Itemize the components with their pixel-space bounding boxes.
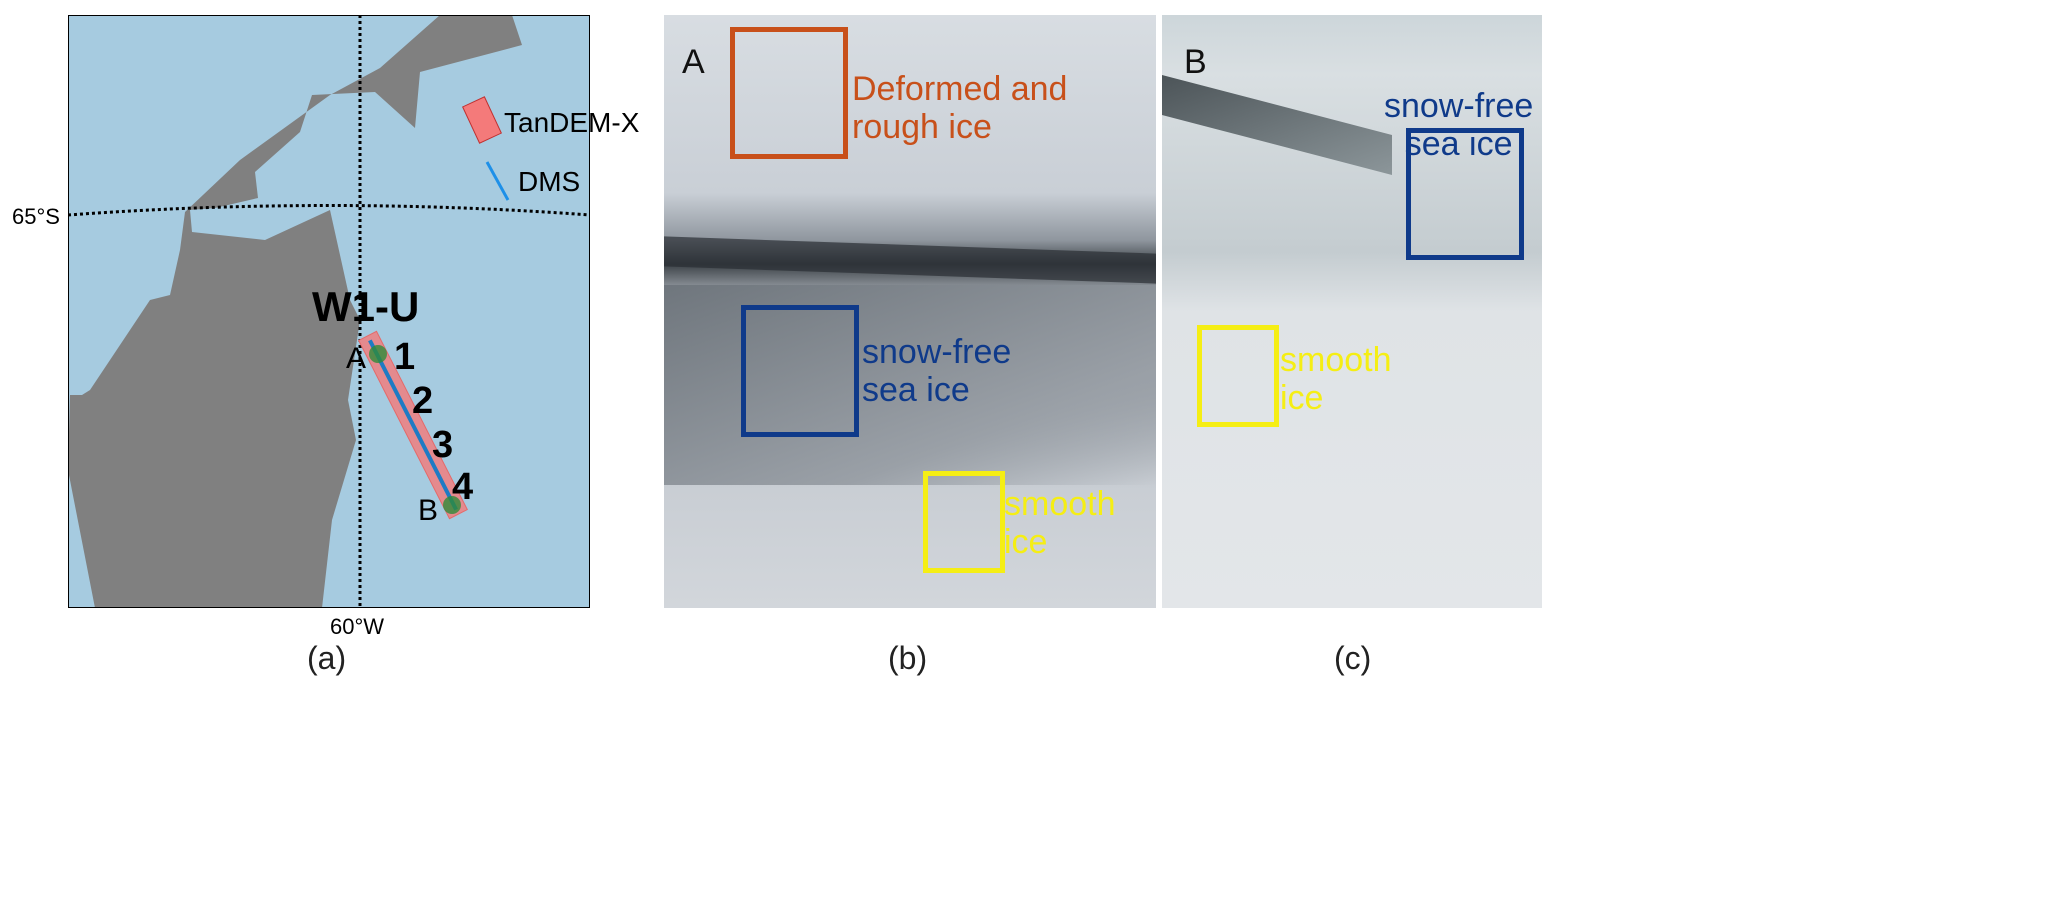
segment-2: 2 <box>412 380 434 422</box>
box-snow-free-ice-c <box>1406 128 1524 260</box>
tandem-x-track <box>358 330 468 520</box>
box-smooth-ice-c <box>1197 325 1279 427</box>
point-a-marker <box>369 345 387 363</box>
box-snow-free-ice <box>741 305 859 437</box>
caption-b: (b) <box>888 640 928 676</box>
segment-4: 4 <box>452 466 474 508</box>
site-label: W1-U <box>312 283 420 330</box>
legend-tandem-swatch <box>462 96 502 144</box>
photo-b-letter: A <box>682 43 705 81</box>
point-b-marker <box>443 496 461 514</box>
land <box>68 15 522 608</box>
legend-dms-swatch <box>485 161 510 201</box>
caption-a: (a) <box>307 640 347 676</box>
caption-c: (c) <box>1334 640 1372 676</box>
lat-label: 65°S <box>12 204 60 229</box>
segment-3: 3 <box>432 424 454 466</box>
box-smooth-ice <box>923 471 1005 573</box>
photo-c-letter: B <box>1184 43 1207 81</box>
map-panel <box>68 15 590 608</box>
point-b-label: B <box>418 494 439 527</box>
segment-1: 1 <box>394 336 416 378</box>
parallel-65s <box>68 204 590 217</box>
point-a-label: A <box>346 342 367 375</box>
legend-dms-label: DMS <box>518 166 581 197</box>
legend-tandem-label: TanDEM-X <box>504 107 640 138</box>
dms-track <box>368 339 458 511</box>
lon-label: 60°W <box>330 614 385 639</box>
box-deformed-ice <box>730 27 848 159</box>
